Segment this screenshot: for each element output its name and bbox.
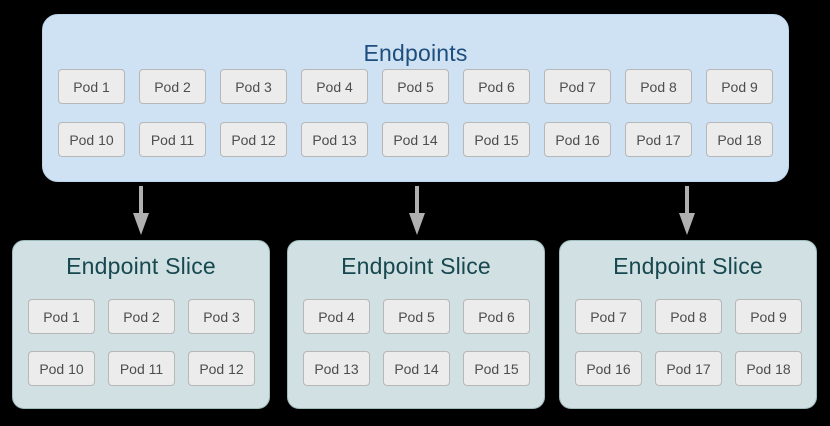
pod-box: Pod 1	[58, 69, 125, 104]
down-arrow-icon	[133, 186, 149, 235]
down-arrow-icon	[679, 186, 695, 235]
endpoints-title: Endpoints	[363, 40, 468, 66]
pod-box: Pod 6	[463, 299, 530, 334]
pod-box: Pod 2	[139, 69, 206, 104]
down-arrow-icon	[409, 186, 425, 235]
endpoint-slice-title: Endpoint Slice	[613, 253, 763, 279]
endpoints-pod-grid: Pod 1 Pod 2 Pod 3 Pod 4 Pod 5 Pod 6 Pod …	[58, 69, 773, 157]
endpoint-slice-box-1: Endpoint Slice Pod 1 Pod 2 Pod 3 Pod 10 …	[12, 240, 270, 409]
arrow-stem	[415, 186, 419, 213]
pod-box: Pod 9	[735, 299, 802, 334]
pod-box: Pod 5	[382, 69, 449, 104]
pod-box: Pod 3	[220, 69, 287, 104]
pod-box: Pod 8	[655, 299, 722, 334]
pod-box: Pod 12	[220, 122, 287, 157]
endpoint-slice-title: Endpoint Slice	[341, 253, 491, 279]
pod-box: Pod 9	[706, 69, 773, 104]
pod-box: Pod 18	[706, 122, 773, 157]
pod-box: Pod 15	[463, 122, 530, 157]
arrow-head	[409, 213, 425, 235]
pod-box: Pod 14	[383, 351, 450, 386]
pod-box: Pod 10	[58, 122, 125, 157]
pod-box: Pod 3	[188, 299, 255, 334]
pod-box: Pod 7	[575, 299, 642, 334]
pod-box: Pod 6	[463, 69, 530, 104]
endpoint-slice-title: Endpoint Slice	[66, 253, 216, 279]
pod-box: Pod 12	[188, 351, 255, 386]
arrow-head	[133, 213, 149, 235]
pod-box: Pod 2	[108, 299, 175, 334]
arrow-head	[679, 213, 695, 235]
pod-box: Pod 11	[108, 351, 175, 386]
pod-box: Pod 13	[301, 122, 368, 157]
endpoints-box: Endpoints Pod 1 Pod 2 Pod 3 Pod 4 Pod 5 …	[42, 14, 789, 182]
pod-box: Pod 16	[544, 122, 611, 157]
pod-box: Pod 8	[625, 69, 692, 104]
pod-box: Pod 10	[28, 351, 95, 386]
endpoint-slice-box-2: Endpoint Slice Pod 4 Pod 5 Pod 6 Pod 13 …	[287, 240, 545, 409]
pod-box: Pod 13	[303, 351, 370, 386]
arrow-stem	[139, 186, 143, 213]
endpoint-slice-box-3: Endpoint Slice Pod 7 Pod 8 Pod 9 Pod 16 …	[559, 240, 817, 409]
pod-box: Pod 16	[575, 351, 642, 386]
arrow-stem	[685, 186, 689, 213]
pod-box: Pod 4	[303, 299, 370, 334]
slice-pod-grid: Pod 1 Pod 2 Pod 3 Pod 10 Pod 11 Pod 12	[28, 299, 255, 386]
pod-box: Pod 15	[463, 351, 530, 386]
pod-box: Pod 11	[139, 122, 206, 157]
slice-pod-grid: Pod 7 Pod 8 Pod 9 Pod 16 Pod 17 Pod 18	[575, 299, 802, 386]
pod-box: Pod 18	[735, 351, 802, 386]
pod-box: Pod 14	[382, 122, 449, 157]
pod-box: Pod 17	[625, 122, 692, 157]
pod-box: Pod 1	[28, 299, 95, 334]
pod-box: Pod 17	[655, 351, 722, 386]
slice-pod-grid: Pod 4 Pod 5 Pod 6 Pod 13 Pod 14 Pod 15	[303, 299, 530, 386]
pod-box: Pod 4	[301, 69, 368, 104]
pod-box: Pod 5	[383, 299, 450, 334]
pod-box: Pod 7	[544, 69, 611, 104]
